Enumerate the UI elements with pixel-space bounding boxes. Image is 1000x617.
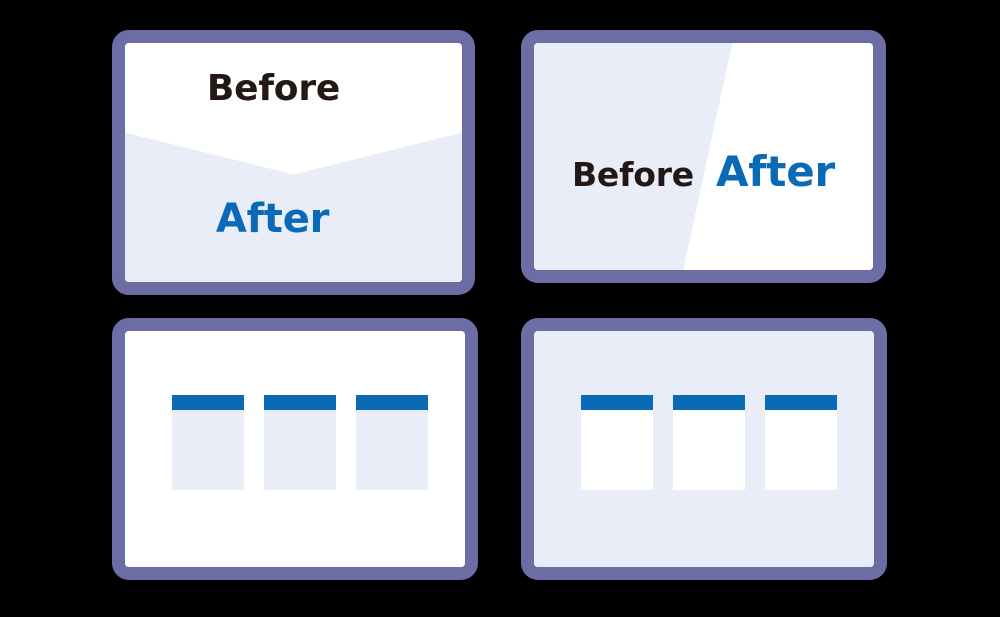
column-body bbox=[673, 410, 745, 490]
card-columns-light[interactable] bbox=[112, 318, 478, 580]
card-surface-light bbox=[125, 331, 465, 567]
card-surface-tinted bbox=[534, 331, 874, 567]
column-item[interactable] bbox=[264, 395, 336, 490]
column-body bbox=[264, 410, 336, 490]
column-item[interactable] bbox=[172, 395, 244, 490]
column-item[interactable] bbox=[356, 395, 428, 490]
label-row: Before After bbox=[534, 147, 873, 196]
card-surface-stacked: Before After bbox=[125, 43, 462, 282]
label-after: After bbox=[215, 196, 330, 242]
column-item[interactable] bbox=[765, 395, 837, 490]
column-body bbox=[172, 410, 244, 490]
column-header-bar bbox=[264, 395, 336, 410]
column-body bbox=[356, 410, 428, 490]
card-before-after-stacked[interactable]: Before After bbox=[112, 30, 475, 295]
column-item[interactable] bbox=[673, 395, 745, 490]
column-item[interactable] bbox=[581, 395, 653, 490]
label-before: Before bbox=[206, 68, 341, 109]
label-after: After bbox=[715, 147, 836, 196]
column-header-bar bbox=[673, 395, 745, 410]
column-header-bar bbox=[356, 395, 428, 410]
card-surface-side: Before After bbox=[534, 43, 873, 270]
card-before-after-side[interactable]: Before After bbox=[521, 30, 886, 283]
column-body bbox=[765, 410, 837, 490]
column-group bbox=[172, 395, 428, 490]
card-columns-tinted[interactable] bbox=[521, 318, 887, 580]
column-header-bar bbox=[765, 395, 837, 410]
label-before: Before bbox=[571, 155, 694, 194]
column-group bbox=[581, 395, 837, 490]
column-header-bar bbox=[581, 395, 653, 410]
column-body bbox=[581, 410, 653, 490]
column-header-bar bbox=[172, 395, 244, 410]
